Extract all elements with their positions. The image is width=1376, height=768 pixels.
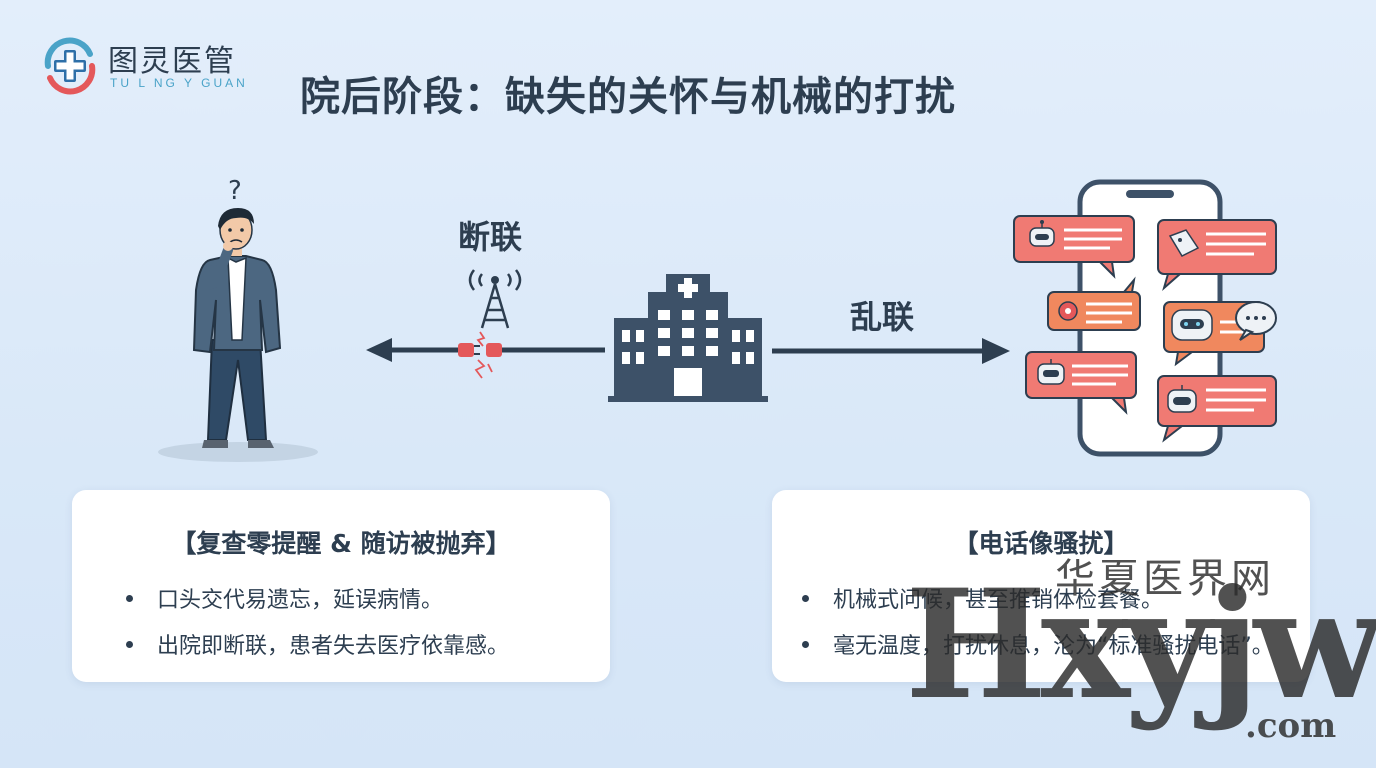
card-right-title: 【电话像骚扰】 bbox=[953, 529, 1129, 558]
disconnect-label: 断联 bbox=[458, 218, 523, 256]
question-mark: ? bbox=[228, 176, 242, 206]
logo-name: 图灵医管 bbox=[108, 44, 236, 79]
list-item: 机械式问候，甚至推销体检套餐。 bbox=[802, 582, 1310, 614]
robot-bubble-4 bbox=[1157, 375, 1277, 443]
smartphone-icon bbox=[1013, 179, 1277, 457]
card-left-title: 【复查零提醒 & 随访被抛弃】 bbox=[171, 529, 511, 558]
broken-signal-tower-icon bbox=[468, 269, 522, 329]
left-arrow-broken-connection bbox=[366, 331, 605, 379]
broken-plug-icon bbox=[458, 331, 502, 379]
robot-bubble-3 bbox=[1025, 351, 1137, 415]
watermark-dotcom: .com bbox=[1245, 706, 1337, 746]
right-arrow bbox=[772, 338, 1010, 364]
logo bbox=[40, 36, 100, 96]
gear-icon bbox=[1058, 301, 1078, 321]
medical-cross-logo-icon bbox=[44, 37, 96, 95]
hospital-icon bbox=[608, 274, 768, 402]
chat-dots-icon bbox=[1235, 301, 1277, 341]
confused-person-icon bbox=[158, 208, 318, 462]
gear-bubble bbox=[1047, 276, 1141, 331]
list-item: 口头交代易遗忘，延误病情。 bbox=[126, 582, 610, 614]
list-item: 出院即断联，患者失去医疗依靠感。 bbox=[126, 628, 610, 660]
tag-bubble bbox=[1157, 219, 1277, 291]
logo-subtitle: TU L NG Y GUAN bbox=[110, 76, 248, 90]
card-left: 【复查零提醒 & 随访被抛弃】 口头交代易遗忘，延误病情。 出院即断联，患者失去… bbox=[72, 490, 610, 682]
card-left-bullets: 口头交代易遗忘，延误病情。 出院即断联，患者失去医疗依靠感。 bbox=[126, 582, 610, 660]
robot-icon bbox=[1167, 385, 1197, 413]
robot-icon bbox=[1029, 220, 1055, 247]
card-right: 【电话像骚扰】 机械式问候，甚至推销体检套餐。 毫无温度，打扰休息，沦为“标准骚… bbox=[772, 490, 1310, 682]
list-item: 毫无温度，打扰休息，沦为“标准骚扰电话”。 bbox=[802, 628, 1310, 660]
page-title: 院后阶段：缺失的关怀与机械的打扰 bbox=[300, 74, 956, 120]
robot-icon bbox=[1171, 309, 1213, 341]
chaotic-contact-label: 乱联 bbox=[850, 298, 915, 336]
card-right-bullets: 机械式问候，甚至推销体检套餐。 毫无温度，打扰休息，沦为“标准骚扰电话”。 bbox=[802, 582, 1310, 660]
price-tag-icon bbox=[1168, 229, 1200, 257]
robot-bubble-1 bbox=[1013, 215, 1135, 279]
robot-icon bbox=[1037, 359, 1065, 385]
